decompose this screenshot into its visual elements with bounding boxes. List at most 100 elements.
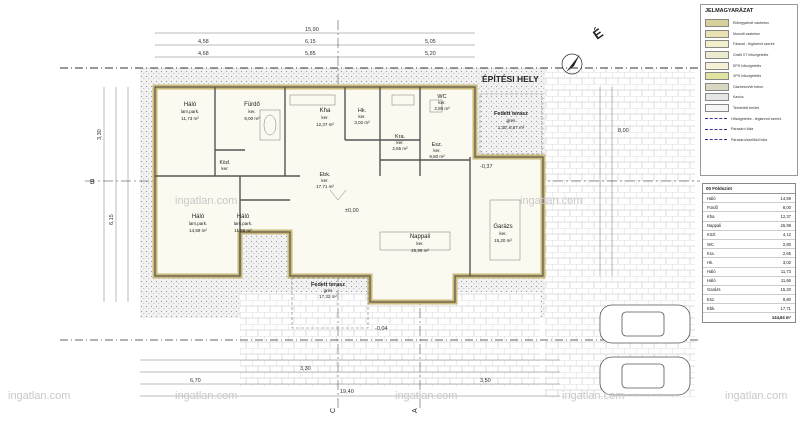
dim-top-b: 6,15 (305, 39, 316, 45)
room-nappali: Nappali ker. 26,99 m² (410, 234, 430, 253)
room-ebk: Ebk. ker. 17,71 m² (316, 172, 334, 189)
area-table-total-row: 144,64 m² (703, 313, 795, 321)
legend-item-label: Előregyártott vasbeton (733, 21, 769, 26)
svg-text:ker.: ker. (499, 231, 506, 236)
dim-bottom-b: 6,70 (190, 378, 201, 384)
svg-text:2,65 m²: 2,65 m² (392, 146, 408, 151)
legend-swatch (705, 128, 727, 130)
table-cell-area: 9,80 (782, 296, 791, 302)
svg-text:Háló: Háló (192, 214, 205, 220)
svg-text:12,37 m²: 12,37 m² (316, 122, 334, 127)
dim-top-a: 4,58 (198, 39, 209, 45)
svg-text:Nappali: Nappali (410, 234, 430, 240)
north-symbol: É (590, 25, 606, 42)
table-cell-area: 17,71 (780, 305, 791, 311)
room-kozl: Közl. ker. (219, 160, 230, 171)
table-cell-area: 26,99 (780, 223, 791, 229)
table-cell-area: 11,66 (780, 278, 791, 284)
table-row: Ebk.17,71 (703, 304, 795, 314)
table-cell-area: 12,37 (780, 213, 791, 219)
svg-text:11,66 m²: 11,66 m² (234, 228, 252, 233)
svg-text:ker.: ker. (358, 114, 365, 119)
table-row: Hk.3,02 (703, 258, 795, 268)
legend-item-label: Párazáró/szellőző fólia (731, 137, 768, 142)
legend-item-label: Tetoteléki terület (733, 106, 760, 111)
legend-item-label: Párazáró fólia (731, 127, 754, 132)
svg-text:Fedett terasz: Fedett terasz (494, 111, 528, 117)
room-fedett-terasz-north: Fedett terasz gres 1,30; 6,67 m² (494, 111, 528, 130)
svg-text:ker.: ker. (221, 166, 228, 171)
svg-text:17,32 m²: 17,32 m² (319, 294, 337, 299)
table-row: WC 2,80 (703, 240, 795, 250)
dim-top-c: 5,05 (425, 39, 436, 45)
watermark: ingatlan.com (725, 390, 788, 402)
svg-text:Fürdő: Fürdő (244, 102, 260, 108)
legend-item-label: Falazat - téglarend szerint (733, 42, 775, 47)
room-hk: Hk. ker. 3,02 m² (354, 108, 370, 125)
legend-item-label: Kavics (733, 95, 744, 100)
legend-item: Falazat - téglarend szerint (701, 39, 797, 50)
watermark: ingatlan.com (175, 390, 238, 402)
legend-swatch (705, 93, 729, 102)
svg-text:Háló: Háló (237, 214, 250, 220)
svg-text:lam.park.: lam.park. (181, 109, 200, 114)
elevation-mark: ±0,00 (345, 208, 359, 214)
watermark: ingatlan.com (562, 390, 625, 402)
svg-text:Esz.: Esz. (432, 142, 443, 148)
table-cell-room: Kha (707, 213, 715, 219)
table-cell-room: Háló (707, 269, 716, 275)
svg-text:lam.park.: lam.park. (189, 221, 208, 226)
svg-text:gres: gres (324, 288, 334, 293)
table-row: Közl.4,12 (703, 231, 795, 240)
dim-top-d: 4,68 (198, 51, 209, 57)
svg-text:Kra.: Kra. (395, 134, 406, 140)
covered-terrace-south (291, 277, 369, 329)
axis-c-label: C (330, 408, 337, 413)
svg-text:ker.: ker. (396, 140, 403, 145)
table-cell-area: 11,73 (780, 269, 791, 275)
fixtures (259, 94, 521, 261)
svg-text:Fedett terasz: Fedett terasz (311, 282, 345, 288)
legend-swatch (705, 61, 729, 70)
table-cell-room: Kra. (707, 250, 715, 256)
elevation-mark: -0,37 (480, 164, 493, 170)
watermark: ingatlan.com (8, 390, 71, 402)
room-kra: Kra. ker. 2,65 m² (392, 134, 408, 151)
table-cell-area: 4,12 (782, 232, 791, 238)
north-arrow-icon: É (561, 25, 606, 75)
svg-text:ker.: ker. (438, 100, 445, 105)
legend-item: Párazáró/szellőző fólia (701, 135, 797, 146)
legend-swatch (705, 82, 729, 91)
dim-top-total: 15,90 (305, 27, 319, 33)
room-halo-2: Háló lam.park. 14,59 m² (189, 214, 208, 233)
legend-item: Kavics (701, 92, 797, 103)
site-label: ÉPÍTÉSI HELY (482, 74, 539, 84)
dimension-lines (103, 32, 613, 397)
legend-swatch (705, 40, 729, 49)
room-furdo: Fürdő ker. 8,00 m² (244, 102, 260, 121)
table-cell-room: WC (707, 241, 714, 247)
table-row: Kha 12,37 (703, 212, 795, 222)
legend-item-label: Gázbeton/vb beton (733, 84, 764, 89)
svg-text:17,71 m²: 17,71 m² (316, 184, 334, 189)
svg-text:8,00 m²: 8,00 m² (244, 116, 260, 121)
svg-text:ker.: ker. (248, 109, 255, 114)
legend-item: Hőszigetelés - téglarend szerint (701, 113, 797, 124)
dim-top-f: 5,20 (425, 51, 436, 57)
room-garazs: Garázs ker. 15,20 m² (493, 224, 512, 243)
covered-terrace-north (479, 93, 543, 155)
svg-text:Háló: Háló (184, 102, 197, 108)
dim-left-a: 6,15 (109, 214, 115, 225)
table-cell-area: 2,65 (782, 250, 791, 256)
legend-item-label: Monolit vasbeton (733, 31, 761, 36)
table-cell-area: 2,80 (782, 241, 791, 247)
legend-swatch (705, 29, 729, 38)
svg-text:ker.: ker. (416, 241, 423, 246)
legend-item: Előregyártott vasbeton (701, 18, 797, 29)
